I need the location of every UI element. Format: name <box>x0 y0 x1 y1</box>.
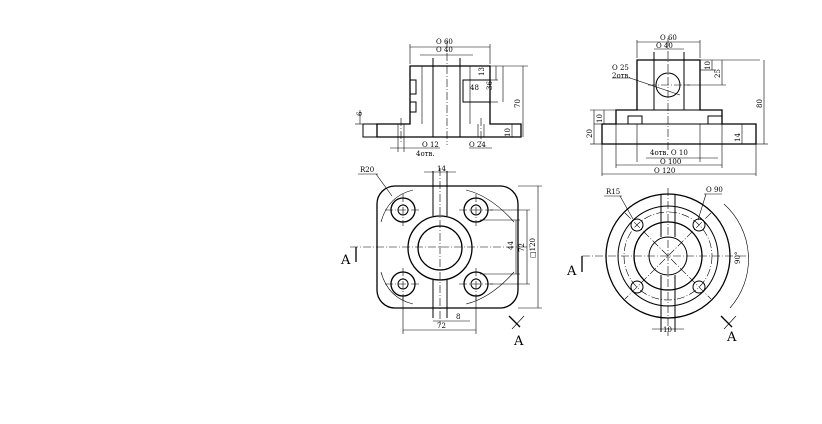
dim-front-d24: Ο 24 <box>469 141 486 149</box>
dim-rf-h14: 14 <box>734 133 742 142</box>
dim-front-d12-note: 4отв. <box>416 150 435 158</box>
dim-top-w14: 14 <box>437 165 446 173</box>
dim-front-h36: 36 <box>486 81 494 90</box>
dim-rt-r15: R15 <box>606 188 620 196</box>
dim-rf-d60: Ο 60 <box>660 34 677 42</box>
dim-top-r20: R20 <box>360 166 374 174</box>
dim-front-h10: 10 <box>504 128 512 137</box>
dim-front-h70: 70 <box>514 99 522 108</box>
dim-rf-d25-note: 2отв. <box>612 72 631 80</box>
dim-rf-d25: Ο 25 <box>612 64 629 72</box>
dim-rf-h80: 80 <box>756 99 764 108</box>
right-front-view: Ο 60 Ο 40 Ο 25 2отв. 10 25 80 14 20 10 4… <box>586 34 768 176</box>
section-a-right-label: A <box>513 334 524 349</box>
dim-front-d12: Ο 12 <box>422 141 439 149</box>
dim-front-d40: Ο 40 <box>436 46 453 54</box>
right-top-holes <box>630 218 706 294</box>
dim-top-h72: 72 <box>518 243 526 252</box>
dim-front-d60: Ο 60 <box>436 38 453 46</box>
dim-rt-angle: 90° <box>734 252 742 264</box>
dim-rf-h10b: 10 <box>596 114 604 123</box>
dim-top-sq120: □120 <box>529 238 537 258</box>
dim-rf-d10: 4отв. Ο 10 <box>650 149 688 157</box>
section-a-left-label: A <box>340 253 351 268</box>
dim-rf-d100: Ο 100 <box>660 158 681 166</box>
dim-rf-h10: 10 <box>704 61 712 70</box>
dim-top-w8: 8 <box>456 313 460 321</box>
dim-front-h13: 13 <box>478 67 486 76</box>
dim-front-h48: 48 <box>470 84 479 92</box>
section-a-rt-left-label: A <box>566 264 577 279</box>
dim-rt-d90: Ο 90 <box>706 186 723 194</box>
dim-rt-w10: 10 <box>663 326 672 334</box>
left-front-view: Ο 60 Ο 40 13 36 48 70 10 6 Ο 12 4отв. Ο … <box>355 38 528 158</box>
dim-rf-h20: 20 <box>586 129 594 138</box>
left-front-outline <box>376 65 522 138</box>
dim-front-h6: 6 <box>356 111 364 116</box>
dim-rf-d40: Ο 40 <box>656 42 673 50</box>
dim-top-w72: 72 <box>437 322 446 330</box>
dim-rf-d120: Ο 120 <box>654 167 675 175</box>
section-a-rt-right-label: A <box>726 330 737 345</box>
dim-top-h44: 44 <box>507 241 515 250</box>
dim-rf-h25: 25 <box>714 69 722 78</box>
left-top-view: R20 14 44 72 □120 72 8 A A <box>340 165 542 349</box>
right-top-view: R15 Ο 90 90° 10 A A <box>566 186 750 345</box>
